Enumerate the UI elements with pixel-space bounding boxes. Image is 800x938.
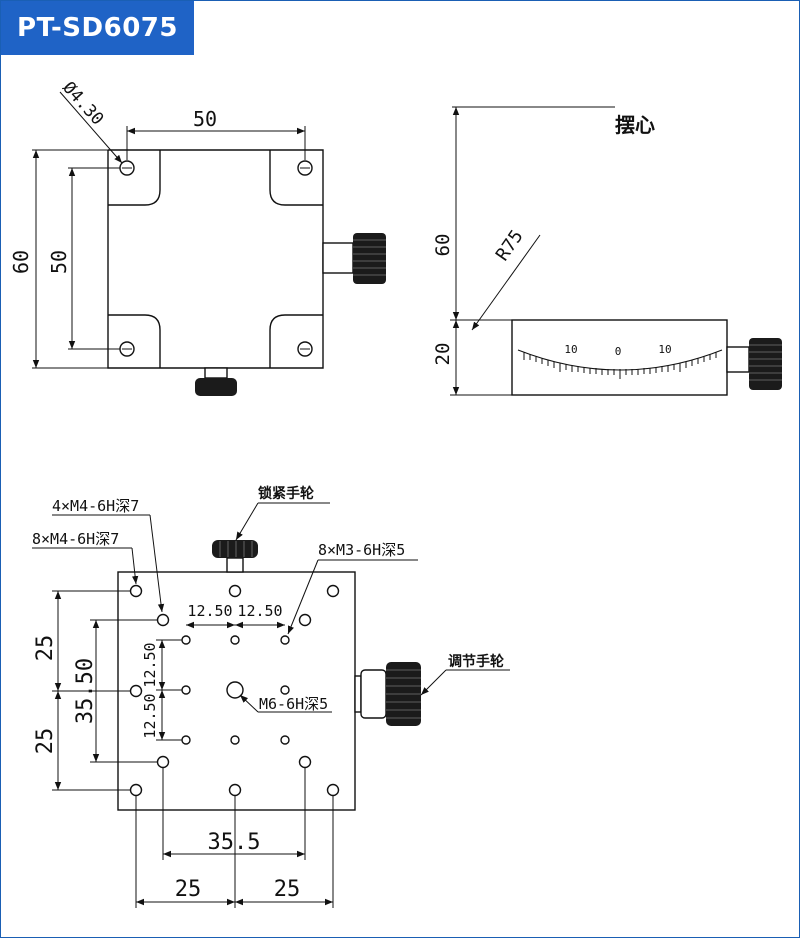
top-view-adjust-knob <box>322 233 386 284</box>
bottom-mount-holes <box>129 584 340 797</box>
top-view-mount-hole <box>119 160 135 176</box>
dim-25-left-top: 25 <box>33 635 58 662</box>
side-height-20-label: 20 <box>432 343 454 366</box>
top-view-mount-hole <box>119 341 135 357</box>
top-view-mount-hole <box>297 341 313 357</box>
callout-8-holes: 8×M4-6H深7 <box>32 530 119 548</box>
dim-12-50-horizontal-left: 12.50 <box>187 602 232 620</box>
bottom-view: 4×M4-6H深7 8×M4-6H深7 锁紧手轮 8×M3-6H深5 调节手轮 … <box>32 485 510 908</box>
model-title-badge: PT-SD6075 <box>1 1 194 55</box>
hole-spacing-dim-label: 50 <box>47 250 71 274</box>
top-view: 50 Ø4.30 60 50 <box>9 78 386 396</box>
dim-25-bottom-right: 25 <box>274 877 301 902</box>
top-view-lock-knob <box>195 367 237 396</box>
bottom-view-adjust-knob <box>354 662 421 726</box>
dim-12-50-vertical-bottom: 12.50 <box>141 693 159 738</box>
hole-diameter-label: Ø4.30 <box>58 78 107 129</box>
scale-label-right: 10 <box>658 343 671 356</box>
callout-center-hole: M6-6H深5 <box>259 695 328 713</box>
bottom-view-lock-knob <box>212 540 258 573</box>
center-m6-hole <box>226 681 244 699</box>
dim-12-50-horizontal-right: 12.50 <box>237 602 282 620</box>
pivot-center-label: 摆心 <box>615 113 655 137</box>
callout-lock-knob: 锁紧手轮 <box>258 485 314 502</box>
top-width-dim-label: 50 <box>193 107 217 131</box>
scale-label-zero: 0 <box>615 345 622 358</box>
callout-m3-holes: 8×M3-6H深5 <box>318 541 405 559</box>
dim-25-left-bottom: 25 <box>33 728 58 755</box>
side-view: 摆心 60 20 R75 10 0 10 <box>432 106 782 396</box>
side-view-adjust-knob <box>726 338 782 390</box>
scale-label-left: 10 <box>564 343 577 356</box>
top-view-body-outline <box>107 149 324 369</box>
side-height-60-label: 60 <box>432 234 454 257</box>
dim-25-bottom-left: 25 <box>175 877 202 902</box>
dim-35-50-vertical: 35.50 <box>73 658 98 724</box>
callout-4-holes: 4×M4-6H深7 <box>52 497 139 515</box>
dim-12-50-vertical-top: 12.50 <box>141 642 159 687</box>
bottom-m3-holes <box>181 635 290 745</box>
callout-adjust-knob: 调节手轮 <box>448 653 504 670</box>
scale-ticks <box>523 352 717 379</box>
top-view-mount-hole <box>297 160 313 176</box>
dim-35-5-horizontal: 35.5 <box>208 830 261 855</box>
top-height-dim-label: 60 <box>9 250 33 274</box>
